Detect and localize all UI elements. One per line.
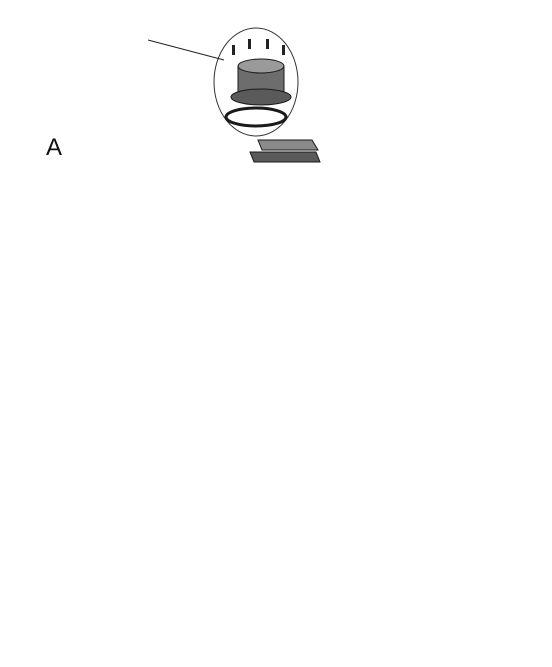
flue-collar-assembly — [147, 27, 299, 137]
top-cover-plate — [249, 139, 321, 163]
collar-leader-line — [147, 39, 225, 61]
collar-screws — [232, 39, 285, 55]
collar-group-outline — [213, 27, 299, 137]
callout-label-a: A — [46, 134, 63, 161]
flue-collar — [230, 58, 292, 106]
collar-gasket — [224, 106, 288, 128]
